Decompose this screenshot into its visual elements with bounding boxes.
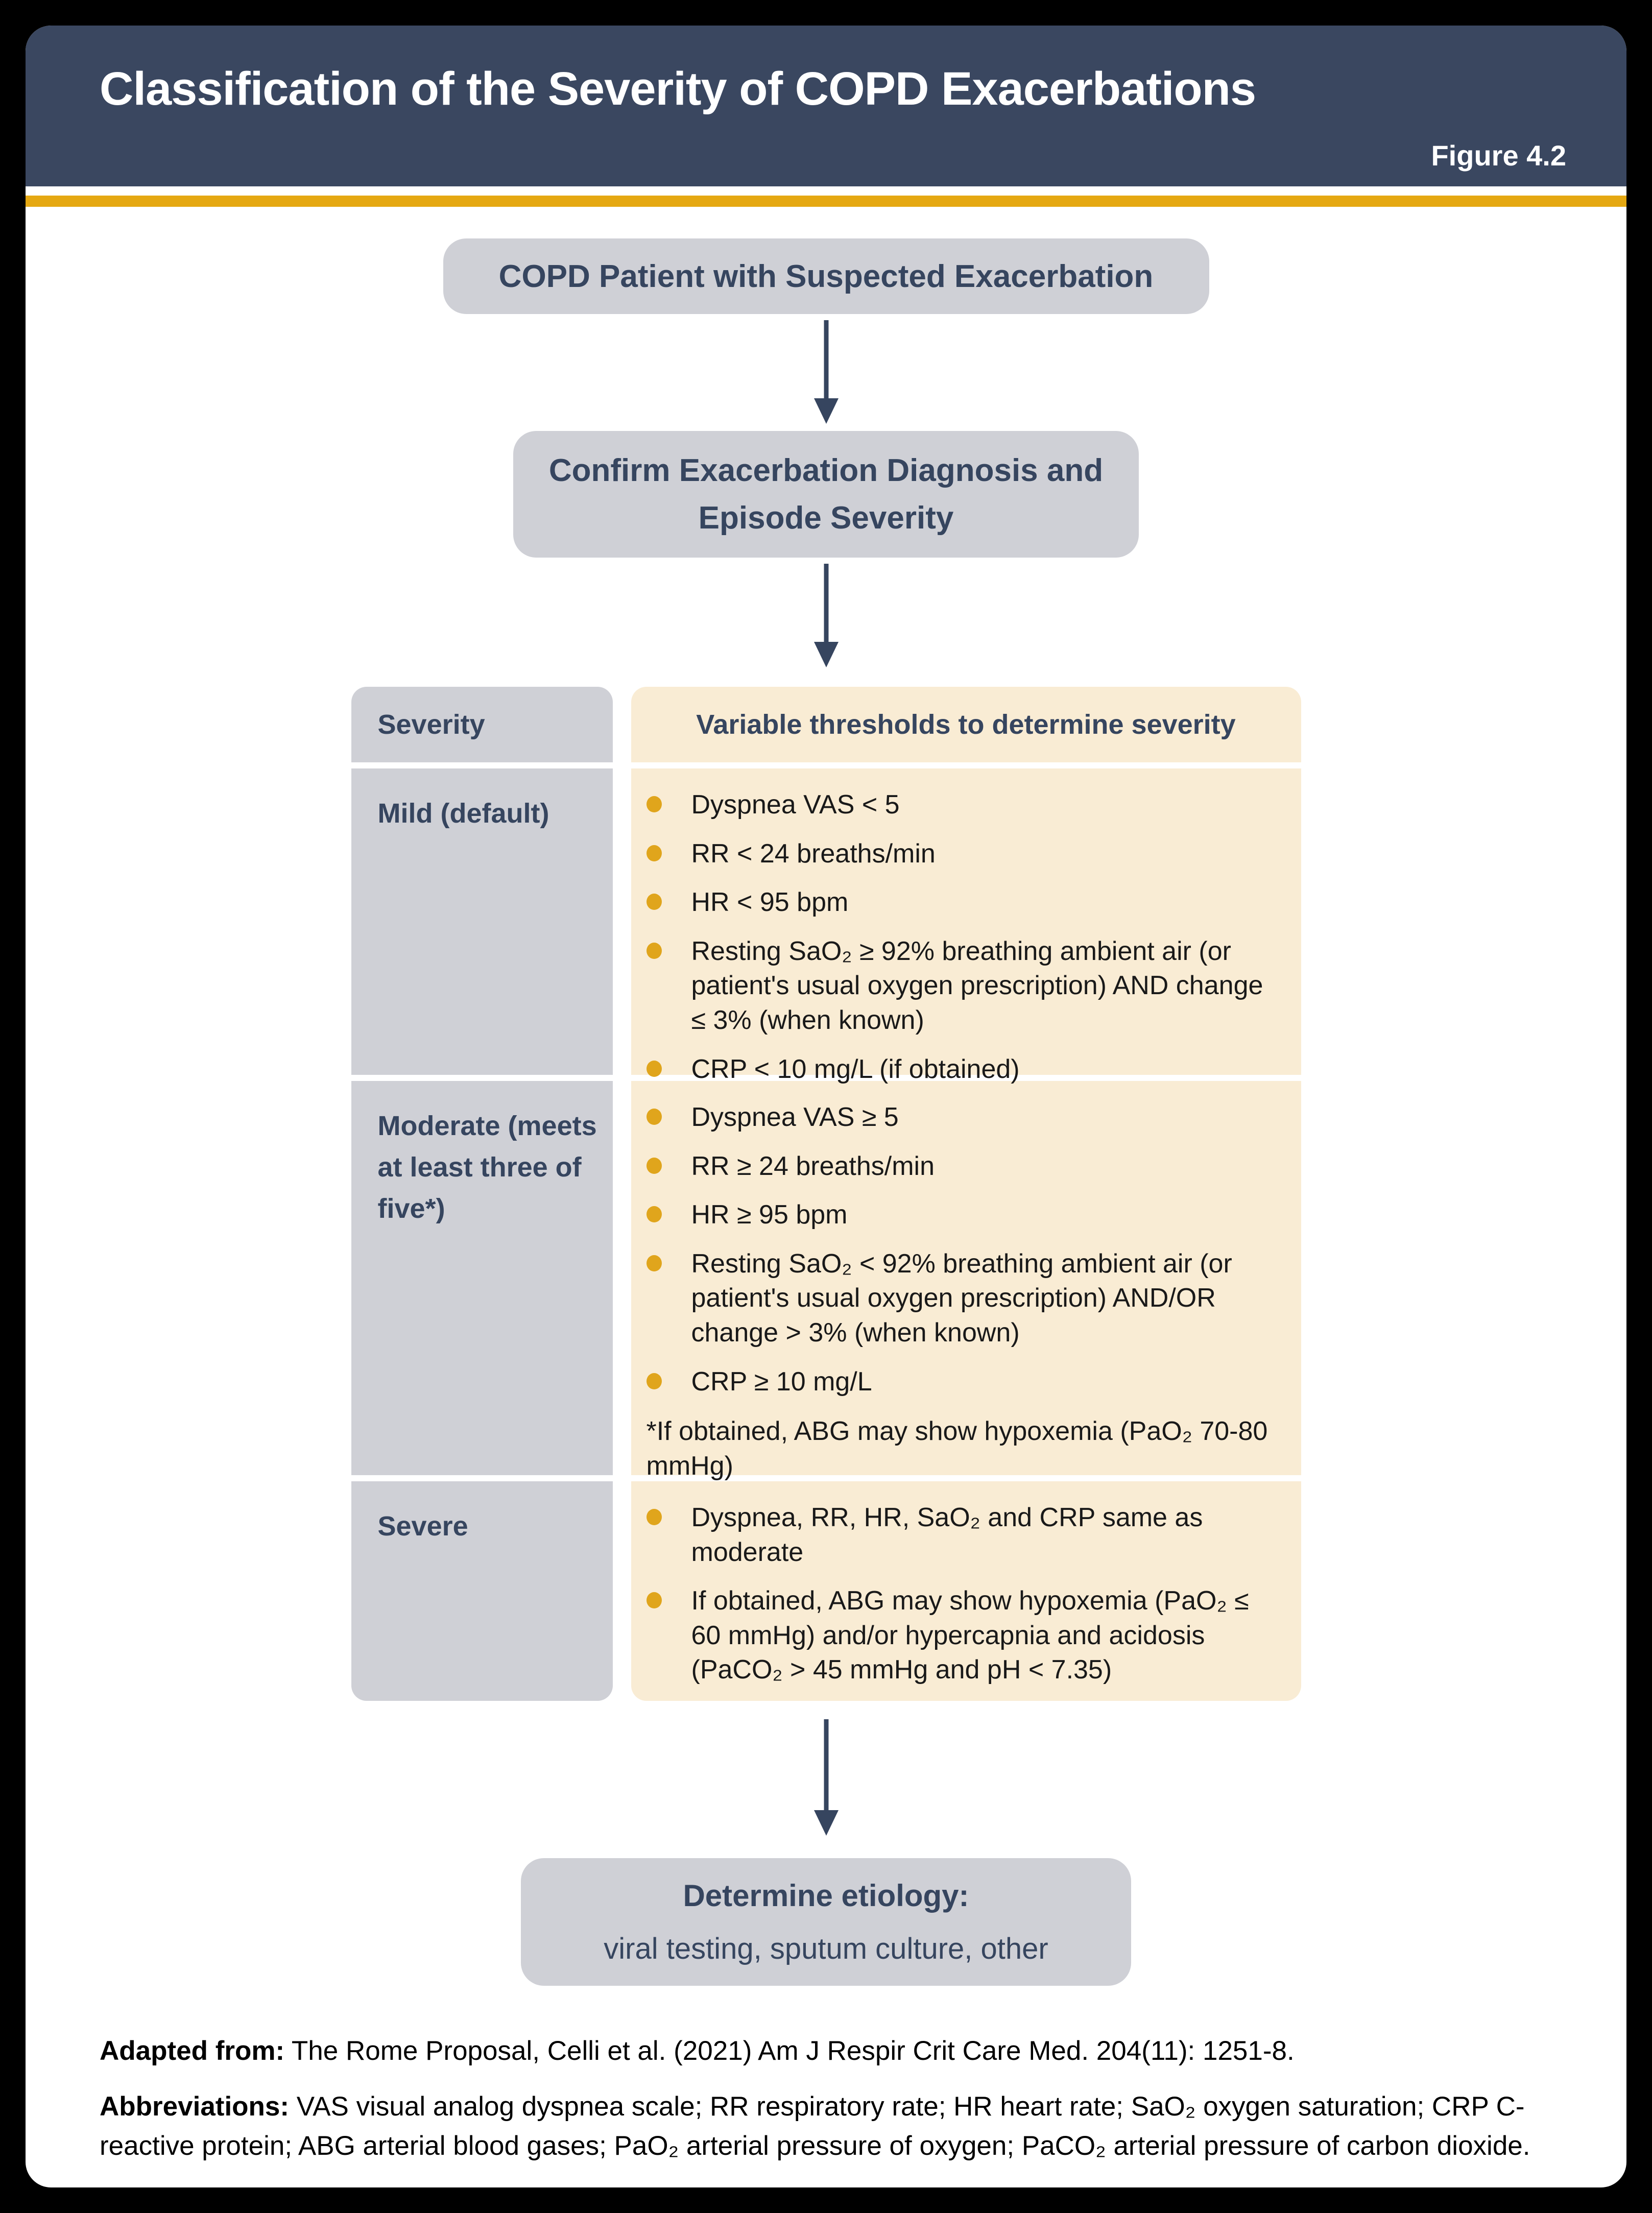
- severity-label-severe: Severe: [377, 1511, 468, 1542]
- bullet-icon: [646, 1157, 662, 1174]
- moderate-threshold-list: Dyspnea VAS ≥ 5 RR ≥ 24 breaths/min HR ≥…: [631, 1100, 1301, 1399]
- confirm-box-line2: Episode Severity: [698, 500, 954, 536]
- bullet-icon: [646, 1206, 662, 1223]
- list-item: Dyspnea, RR, HR, SaO₂ and CRP same as mo…: [631, 1501, 1279, 1570]
- etiology-subtitle: viral testing, sputum culture, other: [604, 1932, 1048, 1965]
- bullet-icon: [646, 796, 662, 812]
- list-item: CRP < 10 mg/L (if obtained): [631, 1052, 1279, 1087]
- adapted-from-text: The Rome Proposal, Celli et al. (2021) A…: [284, 2036, 1295, 2066]
- gold-divider: [26, 196, 1626, 207]
- down-arrow-icon: [813, 320, 839, 424]
- list-item: RR < 24 breaths/min: [631, 837, 1279, 872]
- abbreviations-label: Abbreviations:: [100, 2091, 290, 2122]
- list-item: HR ≥ 95 bpm: [631, 1198, 1279, 1233]
- bullet-icon: [646, 894, 662, 910]
- list-item: Resting SaO₂ < 92% breathing ambient air…: [631, 1247, 1279, 1351]
- adapted-from-line: Adapted from: The Rome Proposal, Celli e…: [100, 2032, 1552, 2071]
- severity-label-mild: Mild (default): [377, 798, 549, 829]
- list-item: If obtained, ABG may show hypoxemia (PaO…: [631, 1584, 1279, 1688]
- thresholds-cell-severe: Dyspnea, RR, HR, SaO₂ and CRP same as mo…: [631, 1481, 1301, 1701]
- severity-cell-moderate: Moderate (meets at least three of five*): [351, 1081, 613, 1475]
- severity-label-moderate: Moderate (meets at least three of five*): [377, 1111, 597, 1224]
- bullet-icon: [646, 1109, 662, 1125]
- figure-label: Figure 4.2: [1431, 139, 1566, 172]
- page-title: Classification of the Severity of COPD E…: [100, 63, 1256, 115]
- bullet-icon: [646, 845, 662, 861]
- figure-card: Classification of the Severity of COPD E…: [26, 26, 1626, 2187]
- bullet-icon: [646, 1509, 662, 1525]
- flow-box-start: COPD Patient with Suspected Exacerbation: [443, 238, 1209, 314]
- severe-threshold-list: Dyspnea, RR, HR, SaO₂ and CRP same as mo…: [631, 1501, 1301, 1688]
- thresholds-cell-moderate: Dyspnea VAS ≥ 5 RR ≥ 24 breaths/min HR ≥…: [631, 1081, 1301, 1481]
- down-arrow-icon: [813, 1719, 839, 1836]
- list-item: RR ≥ 24 breaths/min: [631, 1149, 1279, 1184]
- bullet-icon: [646, 942, 662, 959]
- severity-cell-severe: Severe: [351, 1481, 613, 1701]
- severity-cell-mild: Mild (default): [351, 768, 613, 1075]
- list-item: CRP ≥ 10 mg/L: [631, 1365, 1279, 1400]
- list-item: Resting SaO₂ ≥ 92% breathing ambient air…: [631, 934, 1279, 1038]
- list-item: Dyspnea VAS ≥ 5: [631, 1100, 1279, 1135]
- adapted-from-label: Adapted from:: [100, 2036, 285, 2066]
- header-bar: Classification of the Severity of COPD E…: [26, 26, 1626, 186]
- bullet-icon: [646, 1592, 662, 1609]
- thresholds-header-label: Variable thresholds to determine severit…: [696, 709, 1236, 740]
- bullet-icon: [646, 1060, 662, 1077]
- confirm-box-line1: Confirm Exacerbation Diagnosis and: [548, 453, 1104, 488]
- column-header-severity: Severity: [351, 687, 613, 762]
- list-item: Dyspnea VAS < 5: [631, 788, 1279, 823]
- severity-table: Severity Variable thresholds to determin…: [351, 687, 1301, 1701]
- abbreviations-text: VAS visual analog dyspnea scale; RR resp…: [100, 2091, 1530, 2161]
- flow-box-confirm: Confirm Exacerbation Diagnosis and Episo…: [513, 431, 1139, 558]
- etiology-title: Determine etiology:: [683, 1879, 969, 1913]
- abg-footnote: *If obtained, ABG may show hypoxemia (Pa…: [646, 1416, 1268, 1481]
- column-header-thresholds: Variable thresholds to determine severit…: [631, 687, 1301, 762]
- mild-threshold-list: Dyspnea VAS < 5 RR < 24 breaths/min HR <…: [631, 788, 1301, 1087]
- figure-footer: Adapted from: The Rome Proposal, Celli e…: [26, 1986, 1626, 2166]
- bullet-icon: [646, 1255, 662, 1271]
- thresholds-cell-mild: Dyspnea VAS < 5 RR < 24 breaths/min HR <…: [631, 768, 1301, 1084]
- bullet-icon: [646, 1373, 662, 1389]
- figure-content: COPD Patient with Suspected Exacerbation…: [26, 207, 1626, 2166]
- down-arrow-icon: [813, 564, 839, 667]
- severity-header-label: Severity: [377, 709, 485, 740]
- list-item: HR < 95 bpm: [631, 885, 1279, 920]
- abbreviations-line: Abbreviations: VAS visual analog dyspnea…: [100, 2087, 1552, 2166]
- flow-box-etiology: Determine etiology: viral testing, sputu…: [521, 1858, 1131, 1986]
